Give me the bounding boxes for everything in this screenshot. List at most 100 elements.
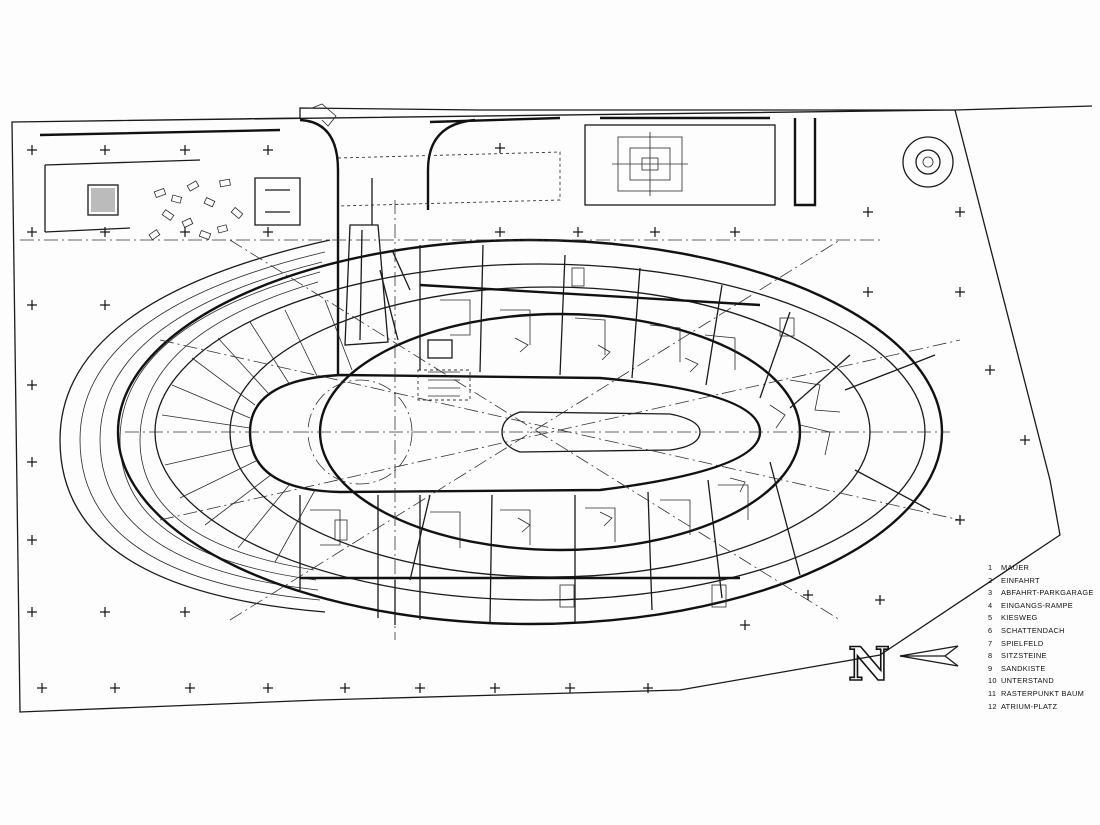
atrium-plaza-circle-inner [915, 149, 941, 175]
legend-item-number: 11 [988, 688, 997, 698]
tree-grid-cross [180, 607, 190, 617]
tree-grid-cross [27, 145, 37, 155]
legend-item-label: SITZSTEINE [1001, 651, 1047, 661]
tree-grid-cross [180, 145, 190, 155]
legend-item-number: 10 [988, 676, 997, 686]
north-arrow-icon [899, 645, 959, 667]
tree-grid-cross [263, 227, 273, 237]
entrance-arrow-symbol [311, 103, 337, 127]
tree-grid-cross [803, 590, 813, 600]
tree-grid-cross [110, 683, 120, 693]
apartment-row-south [299, 461, 801, 623]
tree-grid-cross [495, 227, 505, 237]
legend-item-label: UNTERSTAND [1001, 676, 1054, 686]
tree-grid-cross [100, 300, 110, 310]
legend-item: 5 KIESWEG [988, 612, 1094, 625]
tree-grid-cross [27, 457, 37, 467]
shelter-wall [793, 118, 817, 207]
legend-item-label: MAUER [1001, 563, 1030, 572]
tree-grid-cross [27, 380, 37, 390]
tree-grid-cross [1020, 435, 1030, 445]
perimeter-wall [39, 116, 770, 137]
sandbox [87, 184, 119, 216]
tree-grid-cross [875, 595, 885, 605]
tree-grid-cross [863, 287, 873, 297]
legend-item-number: 12 [988, 701, 997, 711]
tree-grid-cross [565, 683, 575, 693]
legend-item: 7 SPIELFELD [988, 638, 1094, 651]
legend-item-label: ABFAHRT-PARKGARAGE [1001, 588, 1094, 598]
tree-grid-cross [100, 145, 110, 155]
legend-item-number: 3 [988, 588, 993, 598]
north-wall-enclosure [44, 159, 201, 233]
legend-item: 10 UNTERSTAND [988, 675, 1094, 688]
tree-grid-cross [730, 227, 740, 237]
legend-item-number: 7 [988, 638, 993, 648]
tree-grid-cross [27, 227, 37, 237]
legend-item-number: 2 [988, 575, 993, 585]
legend-item-label: SPIELFELD [1001, 638, 1044, 648]
garage-ramp-outline [337, 151, 561, 207]
tree-grid-cross [643, 683, 653, 693]
legend-item-number: 1 [988, 563, 993, 572]
building-outer-wall [116, 238, 944, 626]
legend-item: 4 EINGANGS-RAMPE [988, 600, 1094, 613]
legend-item-number: 8 [988, 651, 993, 661]
legend-item-label: RASTERPUNKT BAUM [1001, 688, 1085, 698]
site-boundary [11, 105, 1093, 713]
legend-item-number: 5 [988, 613, 993, 623]
legend-item-label: SANDKISTE [1001, 663, 1046, 673]
tree-grid-cross [495, 143, 505, 153]
tree-grid-cross [37, 683, 47, 693]
entrance-ramp [344, 178, 471, 625]
legend-item: 12 ATRIUM-PLATZ [988, 701, 1094, 714]
atrium-center-circle [307, 379, 413, 485]
entrance-road-west-curb [299, 118, 340, 375]
legend-item-label: SCHATTENDACH [1001, 625, 1065, 635]
ring-radials [161, 299, 353, 563]
tree-grid-cross [415, 683, 425, 693]
tree-grid-cross [100, 227, 110, 237]
tree-grid-cross [340, 683, 350, 693]
tree-grid-cross [185, 683, 195, 693]
legend-item-label: ATRIUM-PLATZ [1001, 701, 1058, 711]
legend-item-number: 4 [988, 600, 993, 610]
legend-item-number: 9 [988, 663, 993, 673]
apartment-east-end [769, 354, 936, 511]
tree-grid-cross [100, 607, 110, 617]
tree-grid-cross [650, 227, 660, 237]
tree-grid-points [27, 143, 1030, 693]
legend-item: 11 RASTERPUNKT BAUM [988, 688, 1094, 701]
legend-item: 1 MAUER [988, 562, 1094, 575]
axis-lines [20, 200, 961, 640]
legend-item-label: EINGANGS-RAMPE [1001, 600, 1073, 610]
tree-grid-cross [955, 515, 965, 525]
shade-roof-frame [254, 177, 301, 226]
legend-item-number: 6 [988, 625, 993, 635]
reflecting-pool [501, 411, 701, 453]
atrium-plaza-circle-outer [902, 136, 954, 188]
tree-grid-cross [863, 207, 873, 217]
tree-grid-cross [955, 287, 965, 297]
legend-item: 9 SANDKISTE [988, 663, 1094, 676]
tree-grid-cross [955, 207, 965, 217]
tree-grid-cross [573, 227, 583, 237]
tree-grid-cross [27, 300, 37, 310]
entrance-road-east-curb [426, 118, 476, 210]
seating-stones [148, 178, 244, 241]
tree-grid-cross [180, 227, 190, 237]
legend-item: 8 SITZSTEINE [988, 650, 1094, 663]
legend-item: 6 SCHATTENDACH [988, 625, 1094, 638]
atrium-plaza-circle-core [922, 156, 934, 168]
legend-item-label: KIESWEG [1001, 613, 1038, 623]
tree-grid-cross [263, 145, 273, 155]
tree-grid-cross [263, 683, 273, 693]
north-label: N [848, 637, 890, 691]
playing-field-grid [612, 132, 688, 196]
apartment-row-north [419, 244, 851, 409]
tree-grid-cross [740, 620, 750, 630]
tree-grid-cross [490, 683, 500, 693]
